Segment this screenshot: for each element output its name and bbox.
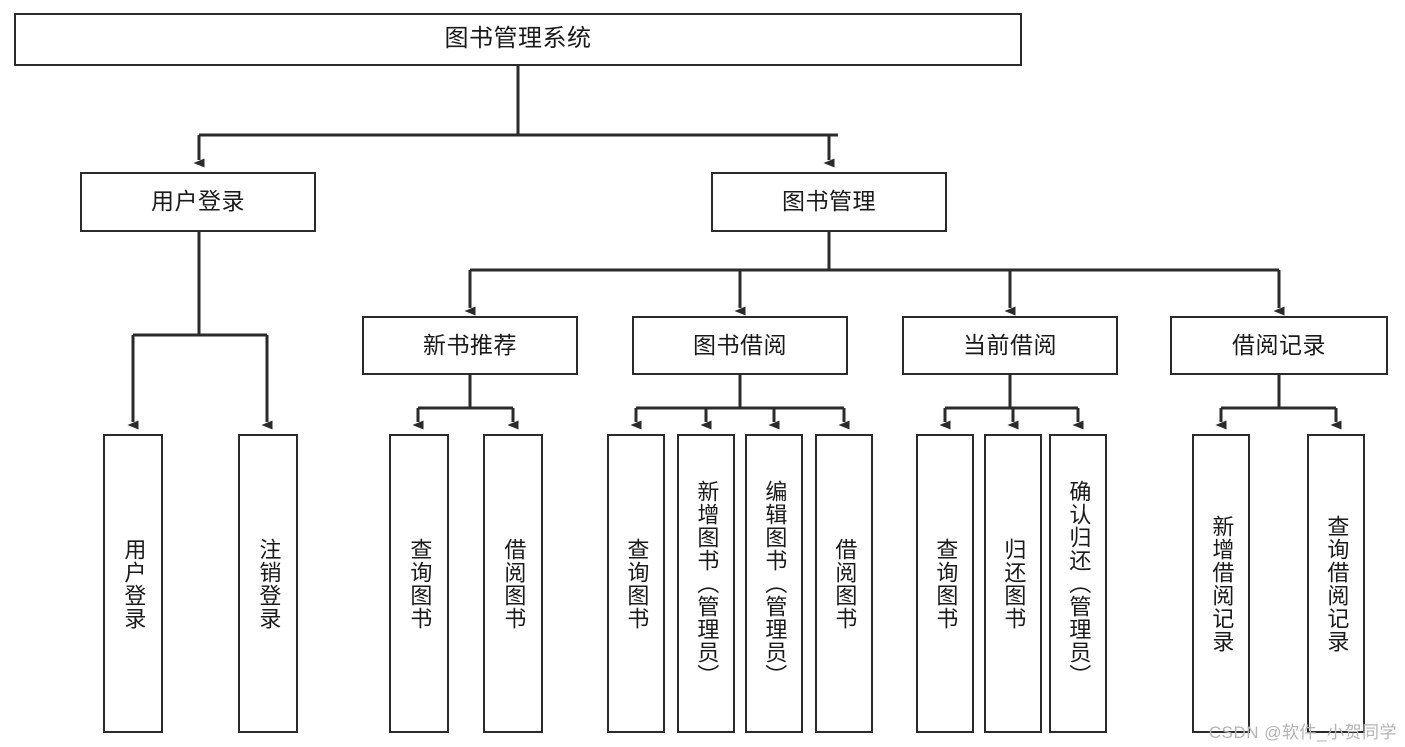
- node-leaf-edit-book-admin[interactable]: 编辑图书（管理员）: [745, 434, 803, 733]
- node-label: 查询借阅记录: [1324, 514, 1350, 653]
- node-label: 用户登录: [151, 188, 245, 215]
- node-book-management[interactable]: 图书管理: [711, 172, 947, 232]
- node-user-login[interactable]: 用户登录: [80, 172, 316, 232]
- node-label: 注销登录: [256, 537, 282, 630]
- node-label: 借阅图书: [501, 537, 527, 630]
- node-label: 图书管理: [782, 188, 876, 215]
- node-label: 用户登录: [121, 537, 147, 630]
- node-label: 图书借阅: [693, 331, 787, 358]
- node-label: 新书推荐: [423, 331, 517, 358]
- node-leaf-user-login[interactable]: 用户登录: [103, 434, 163, 733]
- watermark-text: CSDN @软件_小贺同学: [1208, 723, 1397, 742]
- node-leaf-query-borrow-record[interactable]: 查询借阅记录: [1307, 434, 1365, 733]
- node-leaf-borrow-book-recommend[interactable]: 借阅图书: [483, 434, 543, 733]
- node-label: 查询图书: [624, 537, 650, 630]
- node-book-borrow[interactable]: 图书借阅: [632, 316, 848, 375]
- node-label: 借阅图书: [832, 537, 858, 630]
- node-label: 新增图书（管理员）: [694, 480, 720, 687]
- node-label: 编辑图书（管理员）: [762, 480, 788, 687]
- node-leaf-return-book[interactable]: 归还图书: [984, 434, 1042, 733]
- node-current-borrow[interactable]: 当前借阅: [902, 316, 1118, 375]
- node-new-book-recommendation[interactable]: 新书推荐: [362, 316, 578, 375]
- node-leaf-logout[interactable]: 注销登录: [238, 434, 298, 733]
- node-label: 当前借阅: [963, 331, 1057, 358]
- node-leaf-borrow-book[interactable]: 借阅图书: [815, 434, 873, 733]
- node-leaf-add-borrow-record[interactable]: 新增借阅记录: [1192, 434, 1250, 733]
- node-label: 查询图书: [933, 537, 959, 630]
- node-label: 确认归还（管理员）: [1066, 480, 1092, 687]
- node-borrow-record[interactable]: 借阅记录: [1170, 316, 1388, 375]
- node-leaf-query-book-recommend[interactable]: 查询图书: [389, 434, 449, 733]
- node-label: 新增借阅记录: [1209, 514, 1235, 653]
- node-leaf-add-book-admin[interactable]: 新增图书（管理员）: [677, 434, 735, 733]
- node-leaf-query-book-borrow[interactable]: 查询图书: [607, 434, 665, 733]
- node-leaf-confirm-return-admin[interactable]: 确认归还（管理员）: [1049, 434, 1107, 733]
- node-label: 图书管理系统: [444, 25, 592, 53]
- node-label: 查询图书: [407, 537, 433, 630]
- node-label: 归还图书: [1001, 537, 1027, 630]
- node-label: 借阅记录: [1232, 331, 1326, 358]
- node-root-book-management-system[interactable]: 图书管理系统: [14, 13, 1022, 66]
- node-leaf-query-book-current[interactable]: 查询图书: [916, 434, 974, 733]
